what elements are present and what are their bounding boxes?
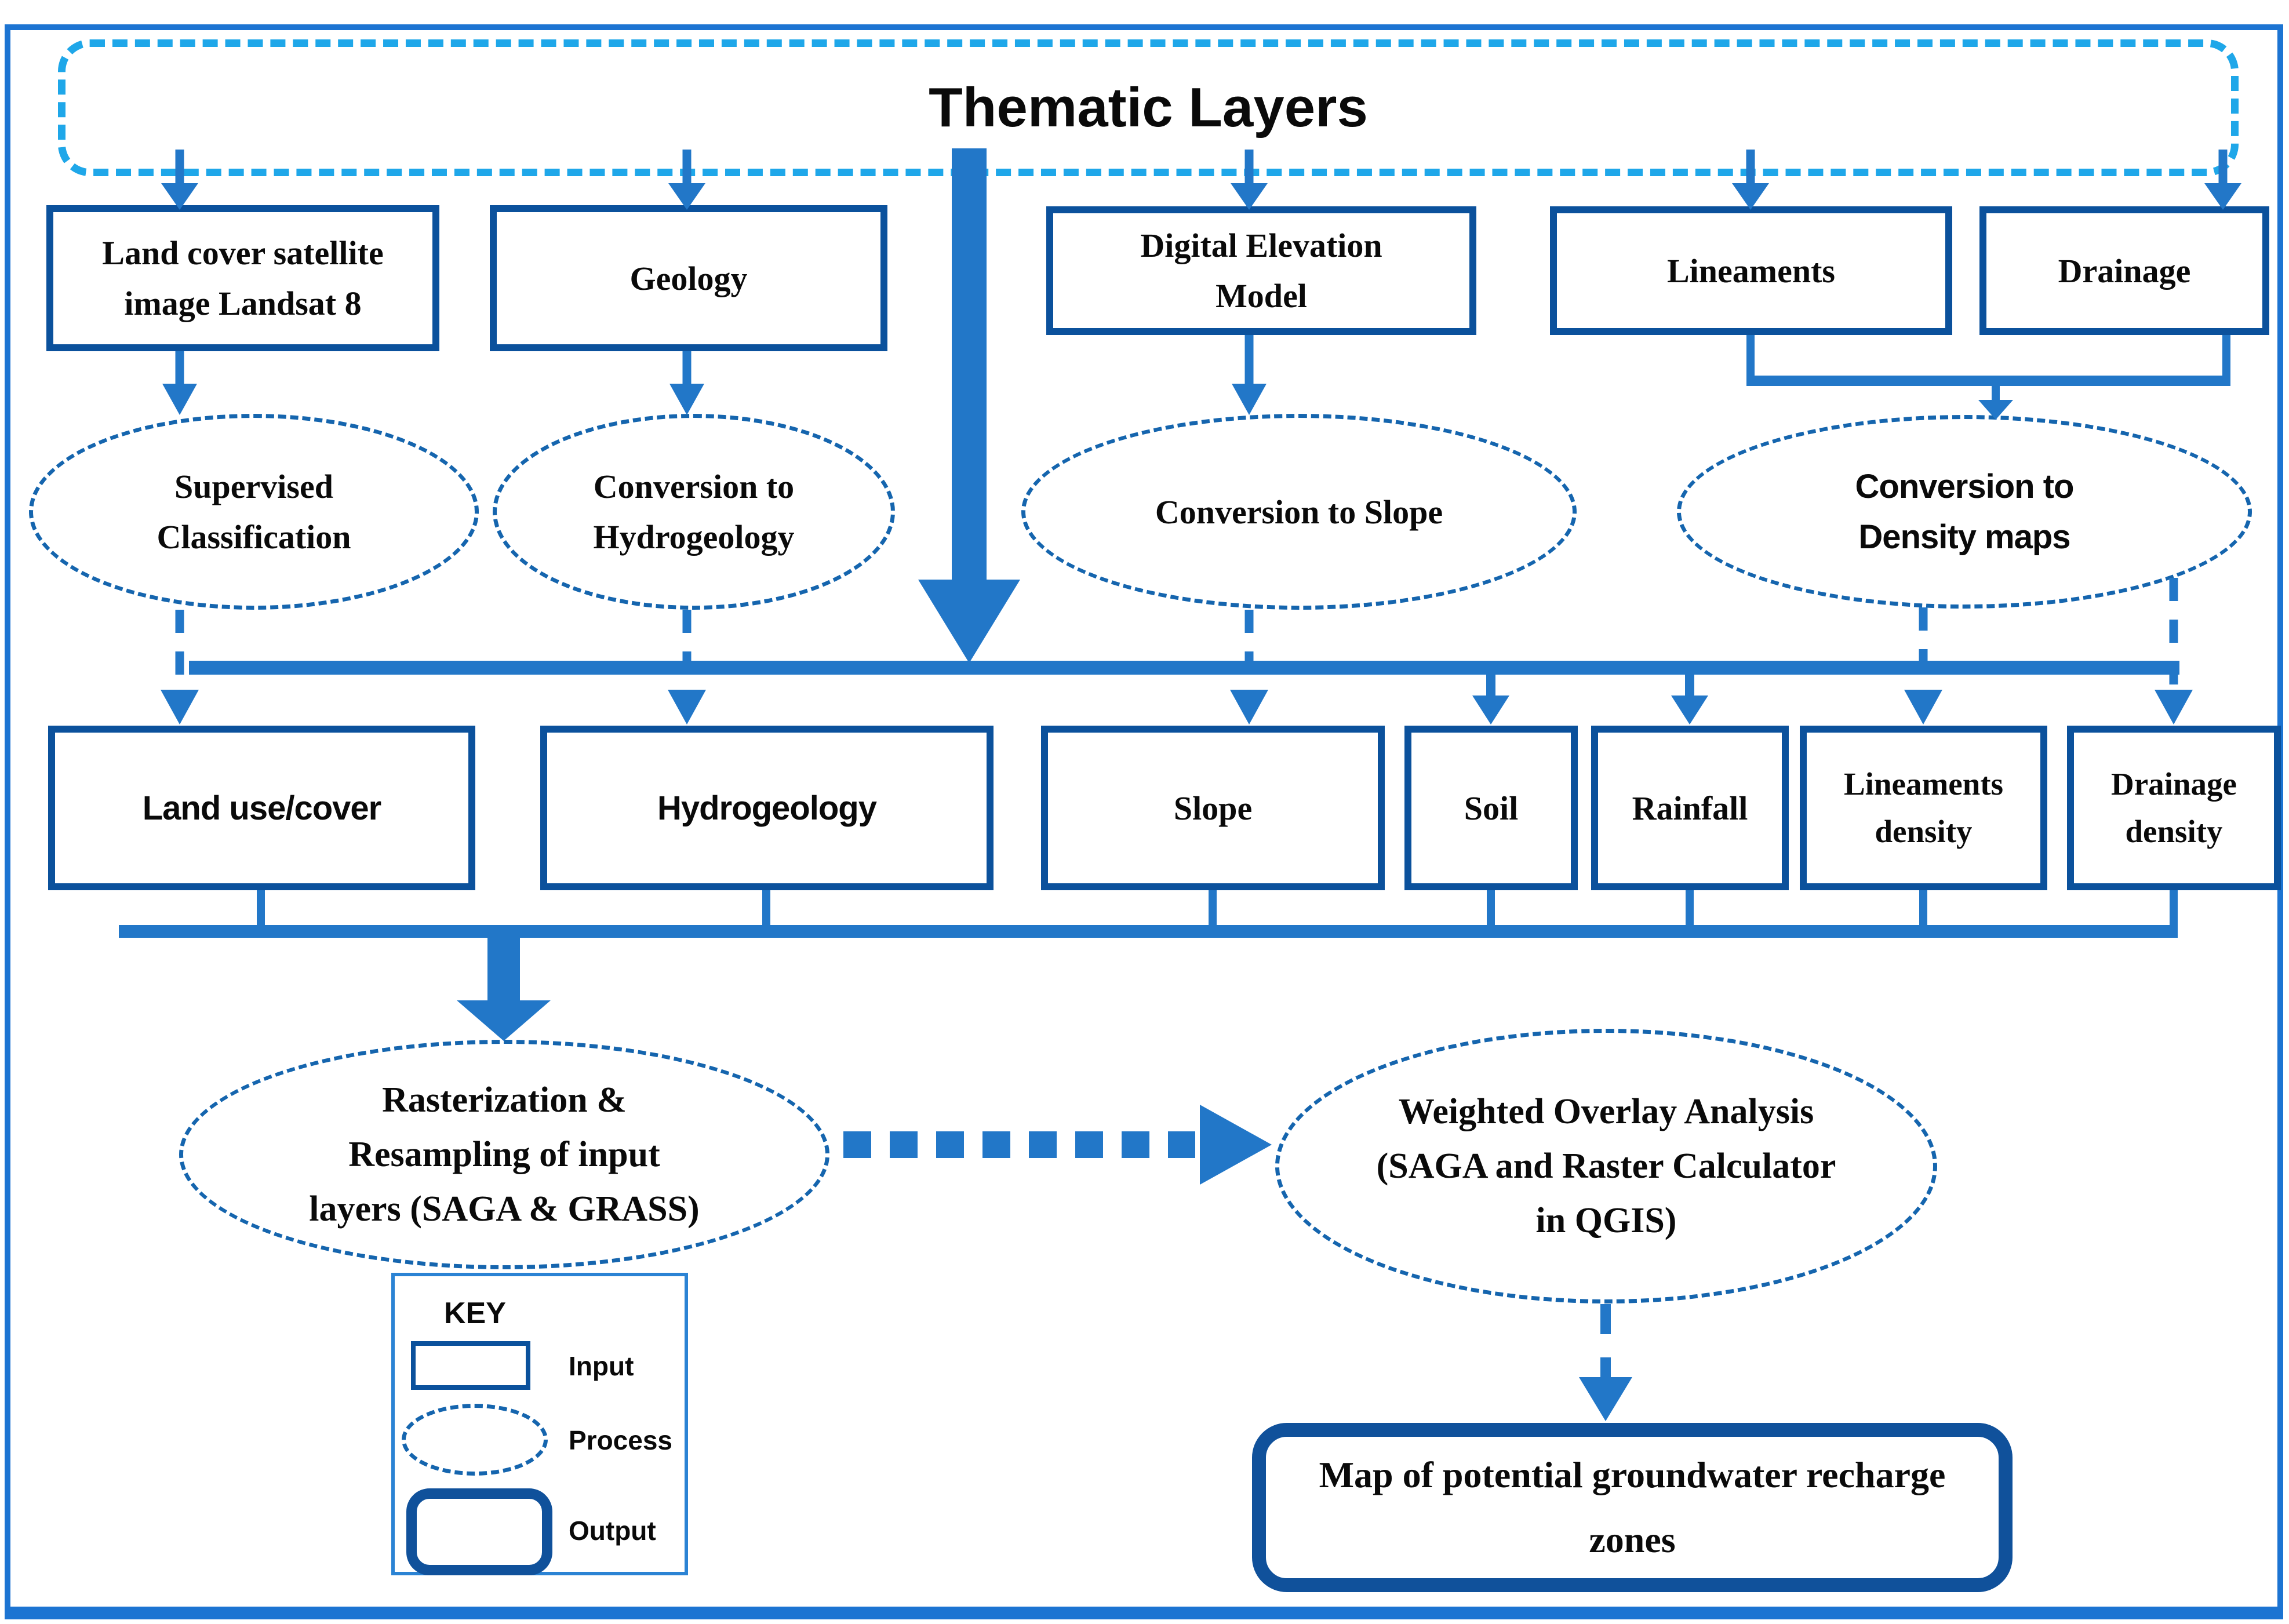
input-lineaments-label: Lineaments [1667,252,1835,290]
input-drainage: Drainage [1979,206,2269,335]
title-box: Thematic Layers [58,39,2239,176]
input-geology: Geology [490,205,887,351]
layer-lineaments-density: Lineaments density [1800,726,2047,890]
process-conversion-hydrogeology: Conversion to Hydrogeology [493,414,895,610]
key-input-swatch [411,1341,530,1390]
key-output-swatch [406,1488,552,1575]
layer-drainage-density-label: Drainage density [2111,766,2237,850]
input-drainage-label: Drainage [2058,252,2191,290]
input-geology-label: Geology [629,259,748,297]
process-weighted-overlay-label: Weighted Overlay Analysis (SAGA and Rast… [1376,1091,1836,1241]
key-output-label: Output [569,1516,656,1546]
layer-slope-label: Slope [1173,789,1253,827]
key-legend: KEY Input Process Output [391,1273,688,1575]
key-title: KEY [444,1297,506,1330]
process-supervised-label: Supervised Classification [157,468,351,556]
layer-land-use-cover: Land use/cover [48,726,475,890]
process-conversion-slope: Conversion to Slope [1021,414,1577,610]
input-lineaments: Lineaments [1550,206,1952,335]
key-process-swatch [402,1404,548,1476]
layer-soil: Soil [1404,726,1578,890]
input-land-cover-label: Land cover satellite image Landsat 8 [102,234,384,322]
layer-lineaments-density-label: Lineaments density [1844,766,2003,850]
process-rasterization-label: Rasterization & Resampling of input laye… [309,1080,700,1229]
layer-rainfall-label: Rainfall [1632,789,1748,827]
layer-slope: Slope [1041,726,1385,890]
layer-hydrogeology: Hydrogeology [540,726,994,890]
process-conversion-hydrogeology-label: Conversion to Hydrogeology [593,468,795,556]
key-process-label: Process [569,1425,673,1455]
page-title: Thematic Layers [929,77,1368,139]
process-supervised-classification: Supervised Classification [29,414,479,610]
input-dem-label: Digital Elevation Model [1140,227,1382,315]
process-rasterization-resampling: Rasterization & Resampling of input laye… [179,1040,829,1269]
layer-drainage-density: Drainage density [2067,726,2281,890]
process-weighted-overlay: Weighted Overlay Analysis (SAGA and Rast… [1275,1029,1937,1303]
layer-rainfall: Rainfall [1591,726,1789,890]
layer-hydrogeology-label: Hydrogeology [657,789,877,827]
layer-soil-label: Soil [1464,789,1519,827]
layer-land-use-cover-label: Land use/cover [142,789,381,827]
process-conversion-density-label: Conversion to Density maps [1855,468,2075,556]
input-land-cover: Land cover satellite image Landsat 8 [46,205,439,351]
key-input-label: Input [569,1351,634,1381]
output-map-label: Map of potential groundwater recharge zo… [1319,1454,1946,1560]
process-conversion-density: Conversion to Density maps [1677,415,2252,609]
output-map-box: Map of potential groundwater recharge zo… [1252,1423,2013,1592]
input-dem: Digital Elevation Model [1046,206,1476,335]
process-conversion-slope-label: Conversion to Slope [1155,493,1443,531]
